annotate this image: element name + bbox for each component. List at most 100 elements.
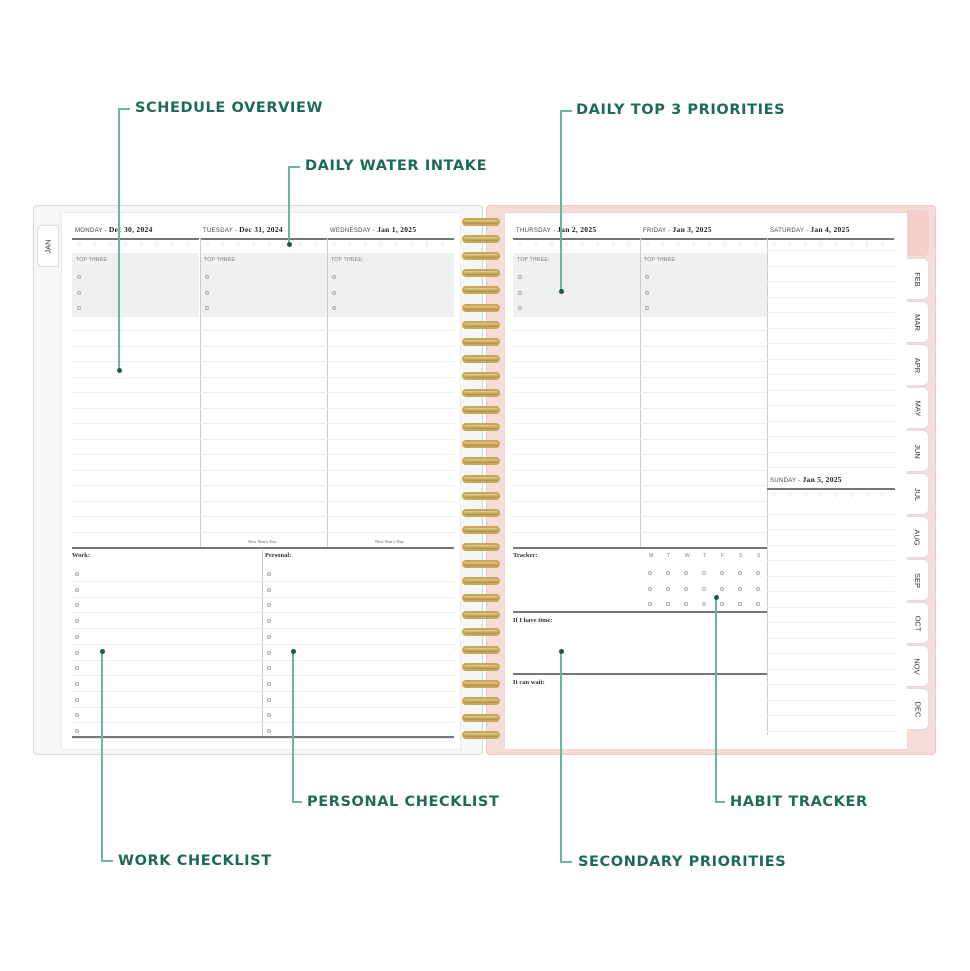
checkbox-icon[interactable] bbox=[518, 306, 522, 310]
personal-checkbox-icon[interactable] bbox=[267, 666, 271, 671]
tab-label: DEC bbox=[913, 701, 922, 717]
personal-label: Personal: bbox=[265, 552, 292, 559]
tab-aug[interactable]: AUG bbox=[907, 516, 929, 558]
water-drop-icon: ♢ bbox=[864, 492, 871, 499]
tracker-day-label: S bbox=[757, 553, 761, 559]
checkbox-icon[interactable] bbox=[205, 306, 209, 310]
work-checkbox-icon[interactable] bbox=[75, 713, 79, 718]
habit-checkbox-icon[interactable] bbox=[684, 586, 688, 591]
spiral-ring bbox=[462, 389, 500, 397]
work-checkbox-icon[interactable] bbox=[75, 650, 79, 655]
spiral-ring bbox=[462, 337, 500, 346]
checkbox-icon[interactable] bbox=[332, 290, 336, 295]
work-checkbox-icon[interactable] bbox=[75, 619, 79, 624]
writing-line bbox=[72, 722, 454, 724]
checkbox-icon[interactable] bbox=[77, 290, 81, 295]
personal-checkbox-icon[interactable] bbox=[267, 650, 271, 655]
tab-nov[interactable]: NOV bbox=[907, 645, 929, 687]
checkbox-icon[interactable] bbox=[205, 290, 209, 295]
tab-feb[interactable]: FEB bbox=[907, 258, 929, 300]
writing-line bbox=[72, 675, 454, 677]
water-drop-icon: ♢ bbox=[424, 242, 431, 249]
habit-checkbox-icon[interactable] bbox=[738, 571, 742, 575]
work-checkbox-icon[interactable] bbox=[75, 666, 79, 671]
day-header: SATURDAY - Jan 4, 2025 bbox=[770, 225, 850, 234]
tab-mar[interactable]: MAR bbox=[907, 301, 929, 343]
water-drop-icon: ♢ bbox=[107, 242, 114, 249]
habit-checkbox-icon[interactable] bbox=[648, 602, 652, 606]
checkbox-icon[interactable] bbox=[77, 306, 81, 310]
work-checkbox-icon[interactable] bbox=[75, 634, 79, 639]
personal-checkbox-icon[interactable] bbox=[267, 713, 271, 718]
personal-checkbox-icon[interactable] bbox=[267, 729, 271, 733]
day-date: Dec 31, 2024 bbox=[239, 225, 283, 234]
tab-apr[interactable]: APR bbox=[907, 344, 929, 386]
work-checkbox-icon[interactable] bbox=[75, 697, 79, 702]
personal-checkbox-icon[interactable] bbox=[267, 681, 271, 686]
water-drop-icon: ♢ bbox=[848, 492, 855, 499]
tab-jun[interactable]: JUN bbox=[907, 430, 929, 472]
habit-checkbox-icon[interactable] bbox=[756, 586, 760, 591]
tab-may[interactable]: MAY bbox=[907, 387, 929, 429]
tab-dec[interactable]: DEC bbox=[907, 688, 929, 730]
habit-checkbox-icon[interactable] bbox=[666, 602, 670, 606]
work-label: Work: bbox=[72, 552, 91, 559]
habit-checkbox-icon[interactable] bbox=[720, 571, 724, 575]
tab-oct[interactable]: OCT bbox=[907, 602, 929, 644]
habit-checkbox-icon[interactable] bbox=[648, 586, 652, 591]
checkbox-icon[interactable] bbox=[645, 306, 649, 310]
personal-checkbox-icon[interactable] bbox=[267, 619, 271, 624]
writing-line bbox=[767, 374, 895, 375]
personal-checkbox-icon[interactable] bbox=[267, 587, 271, 592]
habit-checkbox-icon[interactable] bbox=[720, 602, 724, 606]
habit-checkbox-icon[interactable] bbox=[684, 571, 688, 575]
checkbox-icon[interactable] bbox=[518, 275, 522, 279]
work-checkbox-icon[interactable] bbox=[75, 681, 79, 686]
checkbox-icon[interactable] bbox=[518, 290, 522, 295]
tab-label: JUL bbox=[913, 487, 922, 501]
tab-jul[interactable]: JUL bbox=[907, 473, 929, 515]
work-checkbox-icon[interactable] bbox=[75, 729, 79, 733]
checkbox-icon[interactable] bbox=[332, 275, 336, 279]
writing-line bbox=[767, 327, 895, 329]
personal-checkbox-icon[interactable] bbox=[267, 697, 271, 702]
personal-checkbox-icon[interactable] bbox=[267, 603, 271, 608]
habit-checkbox-icon[interactable] bbox=[756, 602, 760, 606]
writing-line bbox=[72, 706, 454, 708]
work-checkbox-icon[interactable] bbox=[75, 603, 79, 608]
habit-checkbox-icon[interactable] bbox=[702, 602, 706, 606]
habit-checkbox-icon[interactable] bbox=[666, 571, 670, 575]
checkbox-icon[interactable] bbox=[205, 275, 209, 279]
water-drop-icon: ♢ bbox=[644, 242, 651, 249]
checkbox-icon[interactable] bbox=[645, 275, 649, 279]
habit-checkbox-icon[interactable] bbox=[648, 571, 652, 575]
water-drop-icon: ♢ bbox=[548, 242, 555, 249]
checkbox-icon[interactable] bbox=[77, 275, 81, 279]
personal-checkbox-icon[interactable] bbox=[267, 634, 271, 639]
habit-checkbox-icon[interactable] bbox=[738, 586, 742, 591]
writing-line bbox=[72, 407, 454, 409]
writing-line bbox=[72, 628, 454, 630]
tab-sep[interactable]: SEP bbox=[907, 559, 929, 601]
callout-habit-tracker: HABIT TRACKER bbox=[730, 794, 868, 810]
work-checkbox-icon[interactable] bbox=[75, 572, 79, 576]
top-three-label: TOP THREE: bbox=[204, 257, 237, 263]
water-drop-icon: ♢ bbox=[563, 242, 570, 249]
tab-label: APR bbox=[912, 357, 922, 373]
habit-checkbox-icon[interactable] bbox=[720, 586, 724, 591]
habit-checkbox-icon[interactable] bbox=[702, 586, 706, 591]
habit-checkbox-icon[interactable] bbox=[684, 602, 688, 606]
writing-line bbox=[72, 423, 454, 424]
checkbox-icon[interactable] bbox=[645, 290, 649, 295]
habit-checkbox-icon[interactable] bbox=[756, 571, 760, 575]
checkbox-icon[interactable] bbox=[332, 306, 336, 310]
habit-checkbox-icon[interactable] bbox=[666, 586, 670, 591]
habit-checkbox-icon[interactable] bbox=[702, 571, 706, 575]
spiral-ring bbox=[462, 320, 500, 329]
work-checkbox-icon[interactable] bbox=[75, 587, 79, 592]
tab-jan[interactable]: JAN bbox=[37, 225, 59, 267]
water-drop-icon: ♢ bbox=[297, 242, 304, 249]
personal-checkbox-icon[interactable] bbox=[267, 572, 271, 576]
separator: - bbox=[796, 478, 803, 484]
habit-checkbox-icon[interactable] bbox=[738, 602, 742, 606]
